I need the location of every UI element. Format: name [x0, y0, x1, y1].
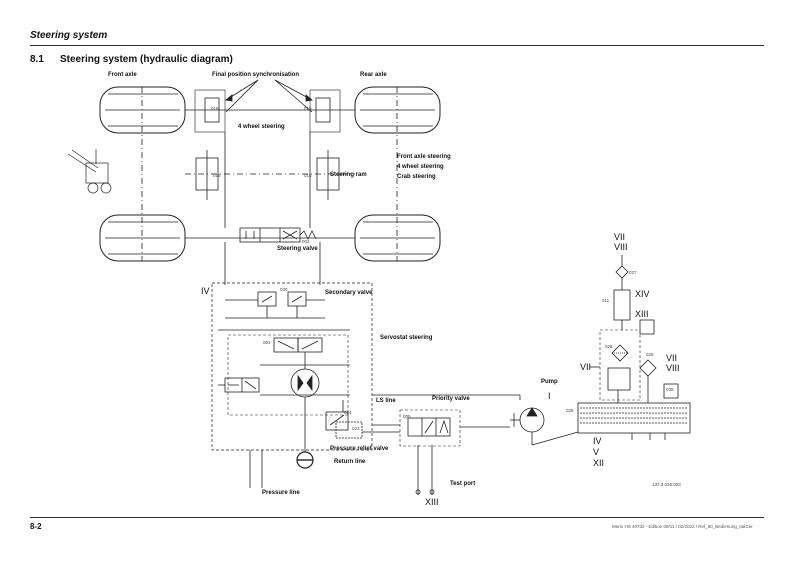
- roman-vii-left: VII: [580, 362, 592, 372]
- label-test-port: Test port: [450, 481, 476, 487]
- roman-vii-right: VII: [666, 353, 678, 363]
- code-003: 003: [302, 239, 310, 244]
- code-005: 005: [403, 414, 411, 419]
- code-001: 001: [263, 340, 271, 345]
- filter-circuit: [590, 255, 679, 440]
- hydraulic-lines: [249, 394, 521, 495]
- secondary-valve-symbol: [218, 291, 350, 331]
- label-pressure-relief-valve: Pressure relief valve: [330, 446, 389, 452]
- page-number: 8-2: [30, 522, 42, 531]
- roman-iv-left: IV: [201, 286, 210, 296]
- chassis: [67, 79, 441, 262]
- label-secondary-valve: Secondary valve: [325, 290, 373, 296]
- roman-xiv: XIV: [635, 289, 650, 299]
- roman-v-bottom: V: [593, 447, 600, 457]
- section-title-text: Steering system (hydraulic diagram): [60, 54, 233, 65]
- label-ls-line: LS line: [376, 398, 396, 404]
- priority-valve-symbol: [399, 409, 510, 447]
- roman-viii-top: VIII: [614, 242, 628, 252]
- servostat-enclosure: [211, 282, 373, 451]
- roman-viii-right: VIII: [666, 363, 680, 373]
- code-030: 030: [280, 287, 288, 292]
- roman-xiii-right: XIII: [635, 309, 649, 319]
- label-return-line: Return line: [334, 459, 366, 465]
- drawing-id: 137.3.016.003: [652, 482, 681, 487]
- label-front-axle-steering: Front axle steering: [397, 154, 451, 160]
- label-front-axle: Front axle: [108, 72, 137, 78]
- code-024: 024: [344, 410, 352, 415]
- section-title: 8.1 Steering system (hydraulic diagram): [30, 54, 233, 65]
- code-019: 019: [304, 106, 312, 111]
- servostat-unit: [218, 334, 363, 439]
- label-steering-valve: Steering valve: [277, 246, 318, 252]
- label-4-wheel-steering-top: 4 wheel steering: [238, 124, 285, 130]
- footer-rule: [30, 517, 764, 518]
- code-018: 018: [211, 106, 219, 111]
- code-028: 028: [605, 344, 613, 349]
- label-servostat-steering: Servostat steering: [380, 335, 433, 341]
- label-final-position-sync: Final position synchronisation: [212, 72, 300, 78]
- roman-xii-bottom: XII: [593, 458, 605, 468]
- section-number: 8.1: [30, 54, 44, 65]
- code-035: 035: [666, 387, 674, 392]
- label-steering-ram: Steering ram: [330, 172, 367, 178]
- footer-reference: Merlo HS 40732 - Edition 09/11 / 02/2022…: [612, 524, 753, 529]
- roman-xiii-bottom: XIII: [425, 497, 439, 507]
- steering-valve-symbol: [224, 132, 321, 285]
- code-015: 015: [304, 173, 312, 178]
- code-023: 023: [352, 426, 360, 431]
- roman-i-pump: I: [548, 391, 551, 401]
- label-rear-axle: Rear axle: [360, 72, 387, 78]
- label-pump: Pump: [541, 379, 558, 385]
- label-priority-valve: Priority valve: [432, 396, 470, 402]
- roman-vii-top: VII: [614, 232, 626, 242]
- code-016: 016: [213, 173, 221, 178]
- code-026: 026: [646, 352, 654, 357]
- pump-symbol: [510, 407, 579, 446]
- tank-symbol: [577, 402, 691, 434]
- code-025: 025: [566, 408, 574, 413]
- label-pressure-line: Pressure line: [262, 490, 300, 496]
- label-4-wheel-steering: 4 wheel steering: [397, 164, 444, 170]
- steering-wheel-symbol: [296, 420, 314, 469]
- label-crab-steering: Crab steering: [397, 174, 436, 180]
- section-header: Steering system: [30, 30, 108, 41]
- header-rule: [30, 45, 764, 46]
- roman-iv-bottom: IV: [593, 436, 602, 446]
- telehandler-icon: [67, 149, 112, 194]
- code-011: 011: [602, 298, 610, 303]
- code-027: 027: [629, 270, 637, 275]
